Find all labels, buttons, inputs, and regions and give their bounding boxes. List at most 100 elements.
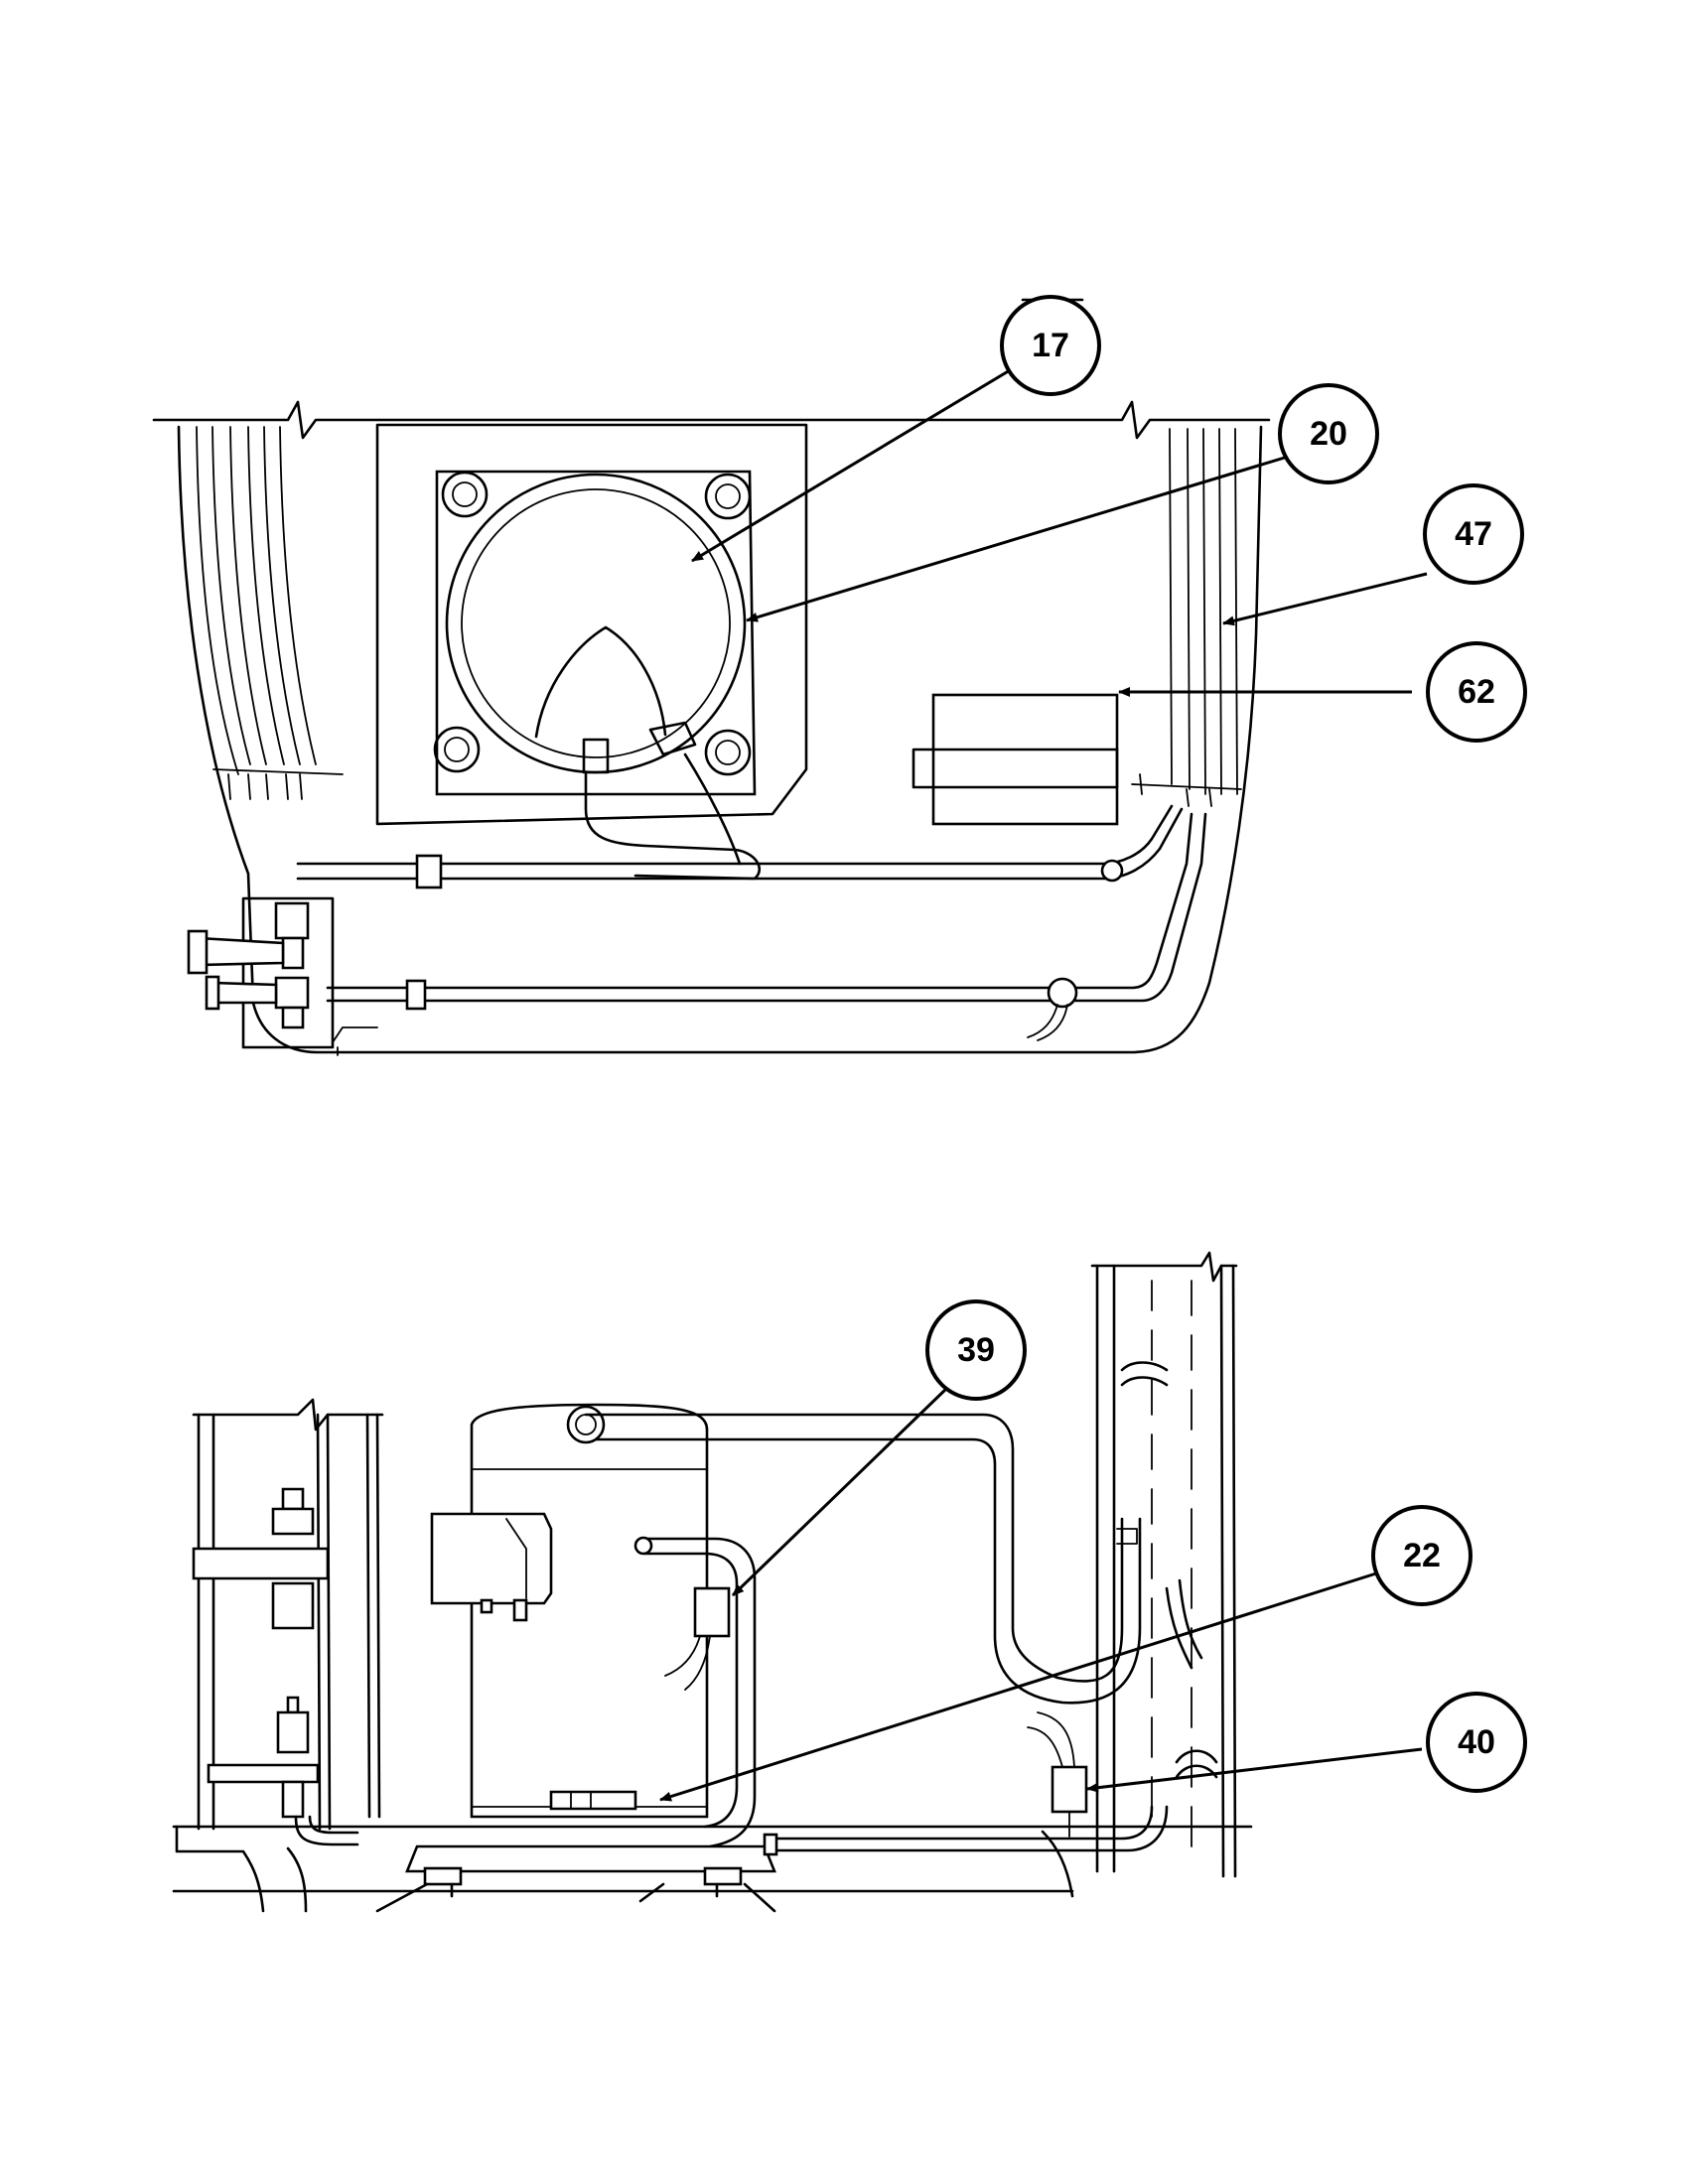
callout-39-circle — [925, 1299, 1027, 1401]
component-22-body — [549, 1790, 637, 1811]
callout-22-circle — [1371, 1505, 1473, 1606]
suction-line-inner — [643, 1552, 739, 1829]
callout-22: 22 — [1371, 1505, 1473, 1606]
component-39-wires — [664, 1635, 711, 1691]
suction-line — [643, 1537, 757, 1848]
panel-bracket — [332, 1026, 378, 1056]
left-wall-line-3 — [229, 426, 267, 765]
discharge-tube — [683, 752, 742, 866]
terminal-box-cover — [505, 1518, 527, 1599]
service-port-lower — [211, 981, 278, 1005]
mount-bolt-tl-inner — [452, 481, 478, 507]
left-valve-upper-cap — [281, 1487, 305, 1511]
left-valve-lower-cap — [286, 1696, 300, 1714]
left-wall-line-1 — [196, 426, 239, 775]
callout-62-circle — [1426, 641, 1527, 743]
top-break-line-left — [152, 400, 1271, 440]
left-wall-line-6 — [279, 426, 317, 765]
compressor-body — [470, 1403, 709, 1819]
callout-47: 47 — [1423, 483, 1524, 585]
callout-62: 62 — [1426, 641, 1527, 743]
right-wall-line-3 — [1202, 428, 1206, 795]
sensor-wires — [1027, 1004, 1068, 1041]
component-62-body — [931, 693, 1119, 826]
left-valve-upper-body — [271, 1507, 315, 1536]
base-profile-left — [175, 1825, 265, 1913]
right-wall-line-4 — [1218, 428, 1222, 795]
compressor-mount-plate — [375, 423, 808, 826]
callout-22-label: 22 — [1403, 1537, 1441, 1574]
terminal-post — [512, 1598, 528, 1622]
mount-bolt-tr-inner — [715, 483, 741, 509]
mount-bolt-tl — [441, 471, 489, 518]
compressor-base — [405, 1844, 776, 1873]
mount-bolt-br — [704, 729, 752, 776]
mount-bolt-br-inner — [715, 740, 741, 765]
left-valve-upper-lower — [271, 1581, 315, 1630]
service-valve-panel — [241, 896, 335, 1049]
lower-horizontal-tube — [772, 1805, 1169, 1852]
compressor-dome — [534, 625, 667, 739]
left-valve-lower-body — [276, 1710, 310, 1754]
callout-40-circle — [1426, 1692, 1527, 1793]
base-profile-mid — [286, 1846, 308, 1913]
sensor-clip — [1047, 977, 1078, 1009]
coil-return-bends — [1120, 1361, 1218, 1779]
base-profile-right — [1041, 1830, 1074, 1898]
liquid-line-lower — [326, 812, 1193, 990]
component-40-wires — [1027, 1711, 1075, 1768]
terminal-box — [430, 1512, 553, 1605]
terminal-post-left — [480, 1598, 493, 1614]
left-cabinet-wall — [197, 1413, 381, 1831]
leader-17 — [691, 368, 1011, 563]
callout-40-label: 40 — [1458, 1723, 1495, 1761]
callout-47-circle — [1423, 483, 1524, 585]
component-39-body — [693, 1586, 731, 1638]
service-valve-stem — [281, 1006, 305, 1029]
discharge-port — [566, 1405, 606, 1444]
callout-17-label: 17 — [1032, 327, 1069, 364]
coil-break-line — [1090, 1251, 1238, 1283]
tube-bend — [1100, 859, 1124, 883]
callout-20-label: 20 — [1310, 415, 1347, 453]
service-port-upper — [197, 936, 285, 967]
base-leg-lines — [375, 1882, 776, 1913]
mount-bolt-bl-inner — [444, 737, 470, 762]
leaders — [659, 368, 1428, 1802]
callout-39: 39 — [925, 1299, 1027, 1401]
callout-39-label: 39 — [957, 1331, 995, 1369]
left-valve-lower-stem — [281, 1780, 305, 1819]
base-foot-right — [703, 1866, 743, 1886]
callout-47-label: 47 — [1455, 515, 1492, 553]
left-line-to-base — [294, 1815, 359, 1846]
left-valve-upper-tee — [192, 1547, 330, 1580]
liquid-line-upper-inner — [296, 807, 1184, 881]
right-wall-line-1 — [1169, 428, 1173, 785]
leader-39 — [731, 1385, 950, 1597]
left-break-line — [192, 1398, 384, 1432]
lower-tube-stub — [763, 1833, 778, 1856]
discharge-line-inner — [594, 1437, 1142, 1705]
leader-47 — [1222, 572, 1428, 626]
callout-17-circle — [1000, 295, 1101, 396]
left-wall-line-4 — [247, 426, 285, 765]
base-foot-left — [423, 1866, 463, 1886]
callout-20: 20 — [1278, 383, 1379, 484]
base-plate — [172, 1825, 1253, 1893]
mount-bolt-tr — [704, 473, 752, 520]
service-port-lower-cap — [205, 975, 220, 1011]
leader-20 — [746, 455, 1289, 622]
liquid-line-lower-inner — [326, 812, 1207, 1003]
right-wall-line-5 — [1234, 428, 1238, 795]
suction-stub — [633, 1536, 653, 1556]
left-wall-line-5 — [263, 426, 301, 765]
suction-fitting — [648, 721, 697, 756]
lower-coupling — [405, 979, 427, 1011]
discharge-fitting — [582, 738, 610, 774]
liquid-line-upper — [296, 804, 1174, 866]
suction-tube — [584, 772, 762, 881]
top-view — [152, 298, 1271, 1056]
service-valve-upper-body — [281, 936, 305, 970]
leader-22 — [659, 1571, 1377, 1802]
